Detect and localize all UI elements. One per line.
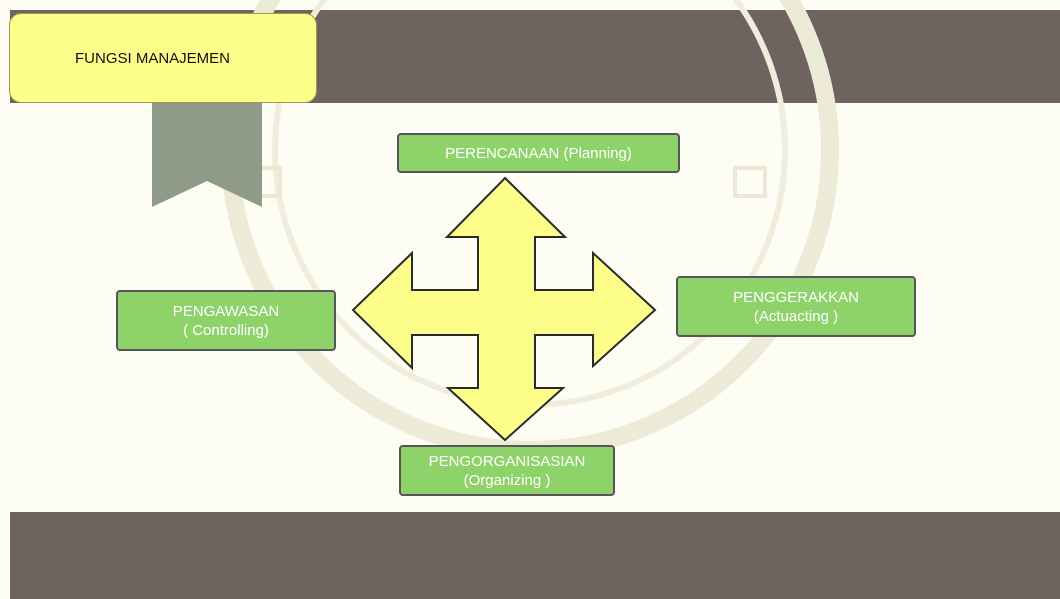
node-actuating-line-2: (Actuacting ) bbox=[753, 307, 839, 325]
ribbon-decoration bbox=[152, 103, 262, 207]
node-controlling-line-1: PENGAWASAN bbox=[172, 302, 280, 320]
node-controlling: PENGAWASAN ( Controlling) bbox=[116, 290, 336, 351]
node-organizing: PENGORGANISASIAN (Organizing ) bbox=[399, 445, 615, 496]
node-controlling-line-2: ( Controlling) bbox=[183, 321, 269, 339]
node-planning-label: PERENCANAAN (Planning) bbox=[445, 144, 632, 162]
node-planning: PERENCANAAN (Planning) bbox=[397, 133, 680, 173]
node-actuating: PENGGERAKKAN (Actuacting ) bbox=[676, 276, 916, 337]
node-organizing-line-1: PENGORGANISASIAN bbox=[428, 452, 586, 470]
node-actuating-line-1: PENGGERAKKAN bbox=[733, 288, 859, 306]
node-organizing-line-2: (Organizing ) bbox=[463, 471, 551, 489]
diagram-title: FUNGSI MANAJEMEN bbox=[75, 49, 231, 67]
footer-band bbox=[10, 512, 1060, 599]
title-box: FUNGSI MANAJEMEN bbox=[9, 13, 317, 103]
four-way-arrow-shape bbox=[351, 176, 657, 442]
